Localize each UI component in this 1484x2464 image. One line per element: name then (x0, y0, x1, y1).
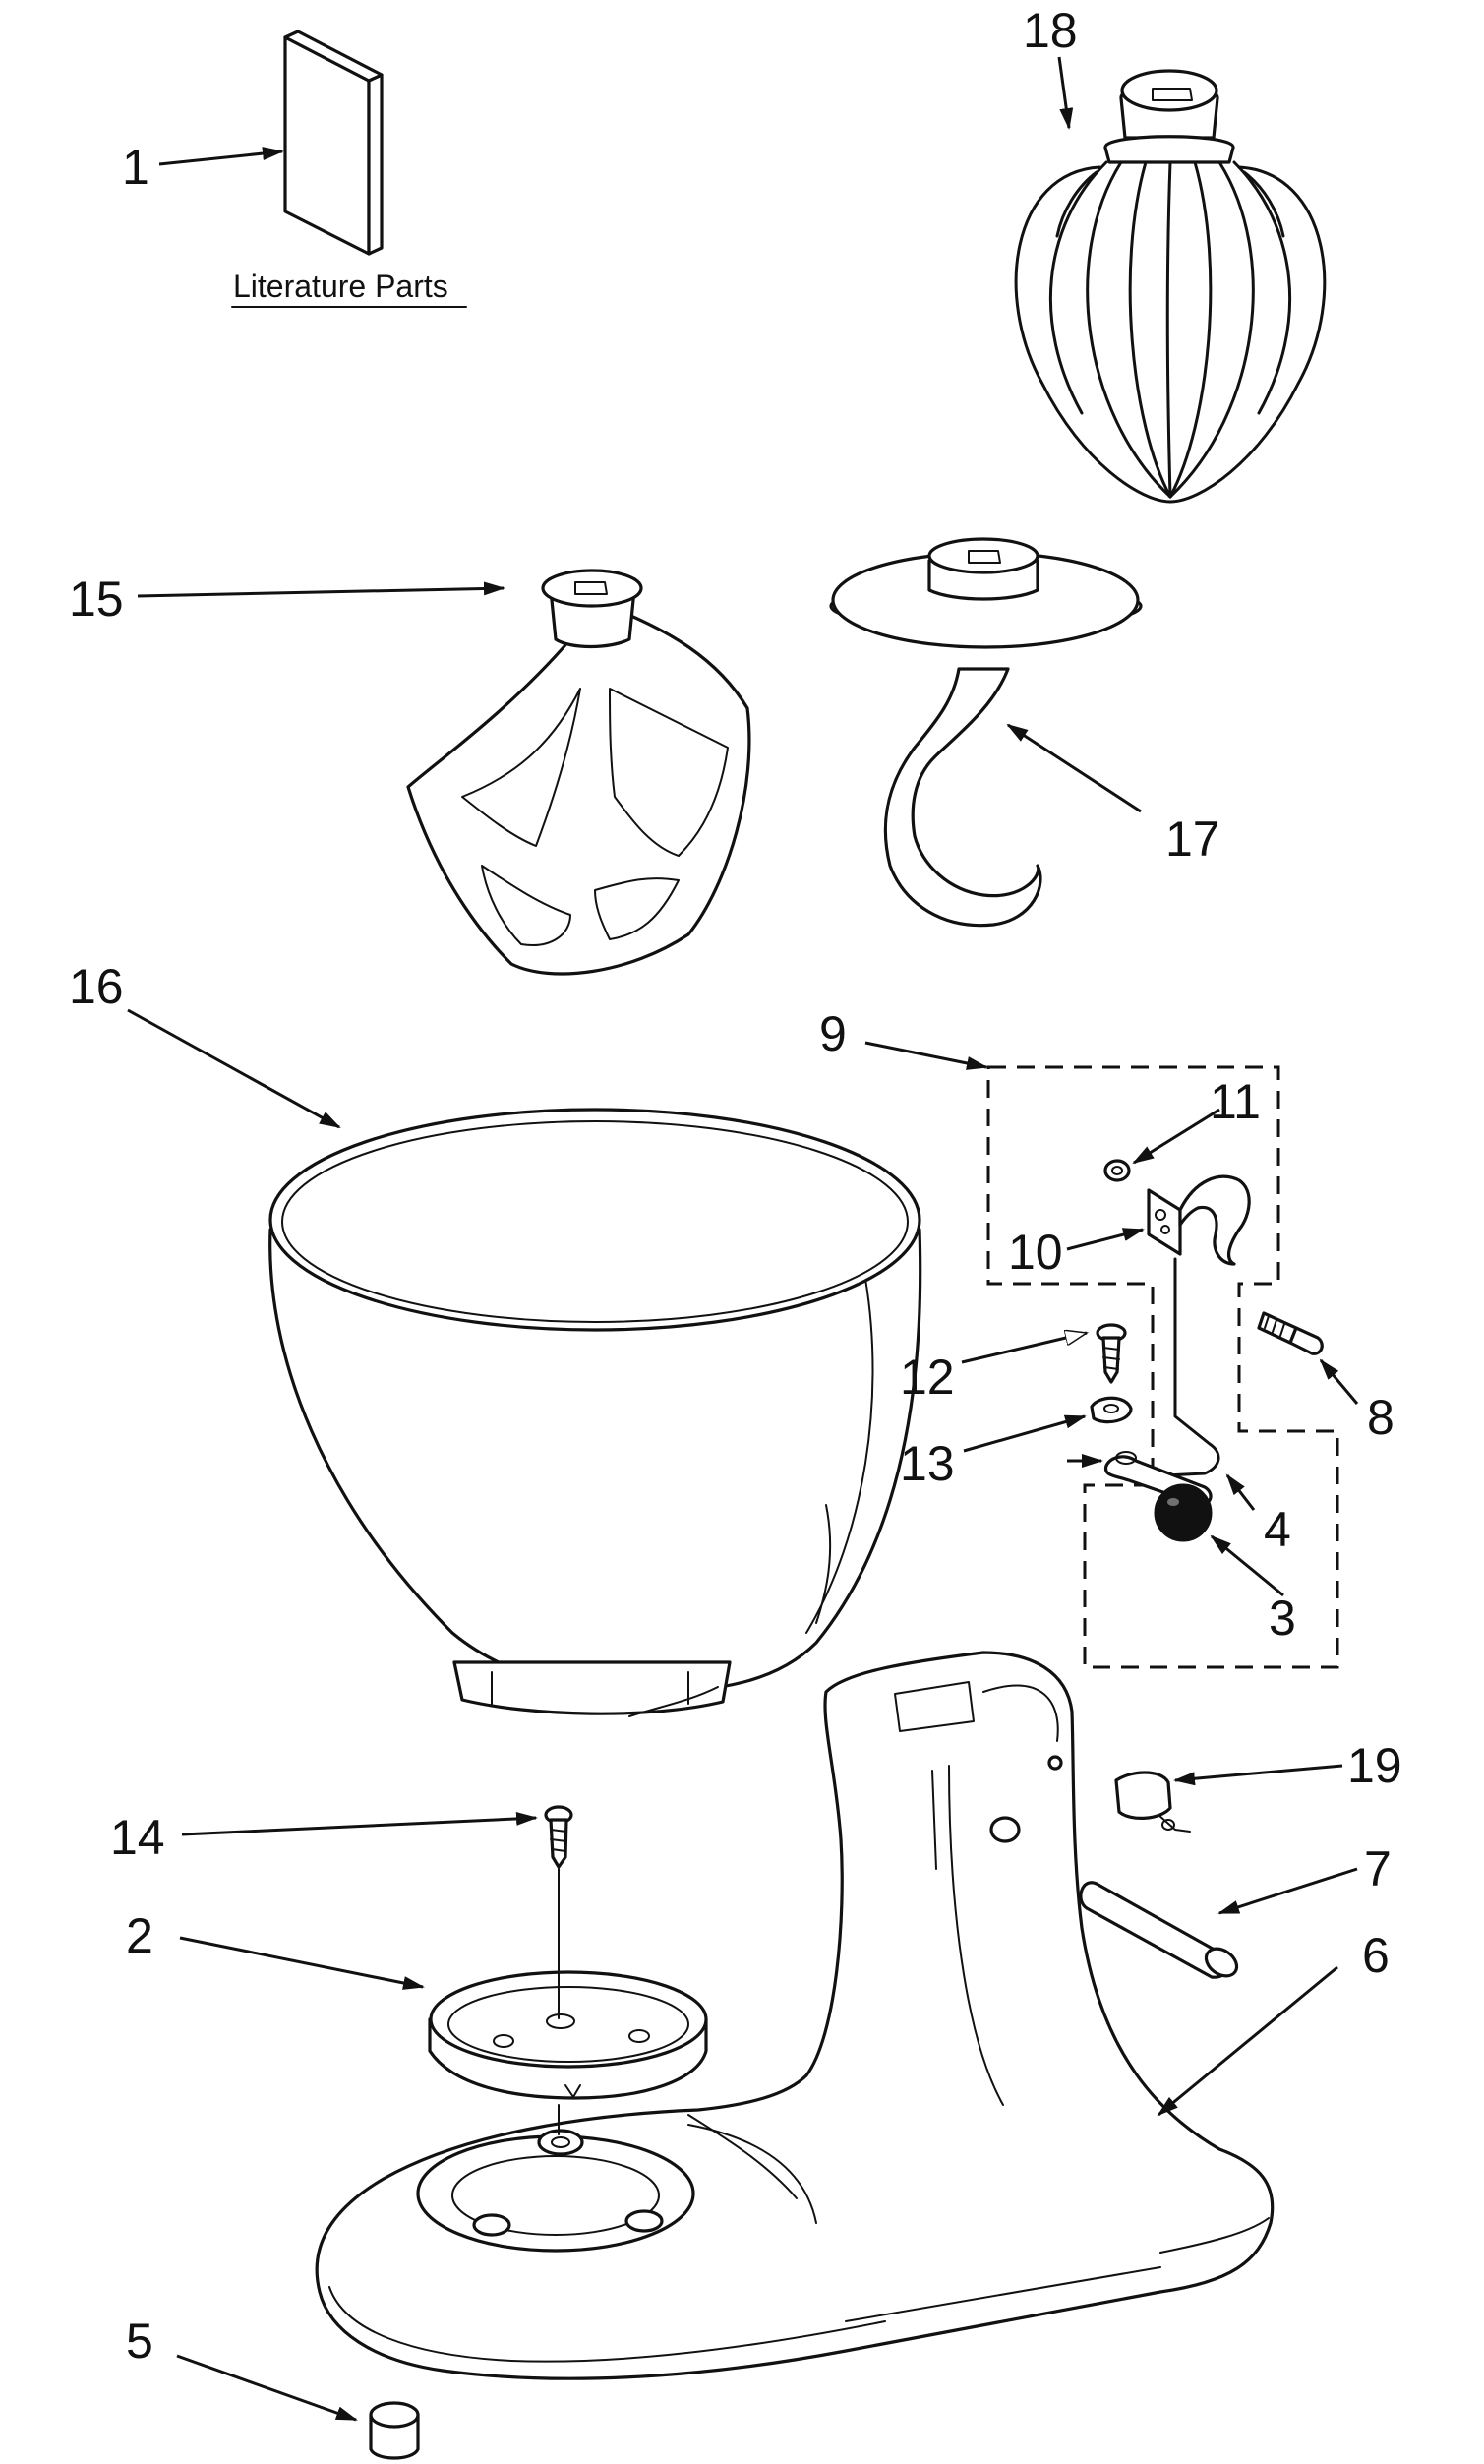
callout-12: 12 (900, 1350, 955, 1405)
nut-part-11 (1103, 1159, 1131, 1182)
callout-3: 3 (1269, 1591, 1296, 1646)
bowl-lift-assembly-group (986, 1065, 1339, 1669)
callout-16: 16 (69, 959, 124, 1014)
callout-5: 5 (126, 2314, 153, 2369)
pin-part-8 (1257, 1311, 1324, 1355)
wire-whip (1014, 69, 1327, 504)
dough-hook (829, 537, 1143, 928)
knob-highlight (1167, 1498, 1179, 1506)
callout-6: 6 (1362, 1928, 1390, 1983)
rubber-foot-part-5 (369, 2401, 420, 2460)
lift-rod-part-4 (1103, 1257, 1220, 1507)
mixing-bowl (268, 1108, 922, 1717)
callout-18: 18 (1023, 3, 1078, 58)
washer-part-13 (1090, 1396, 1133, 1424)
literature-booklet (283, 30, 384, 256)
speed-lever-part-19 (1114, 1771, 1191, 1833)
callout-2: 2 (126, 1908, 153, 1963)
leader-arrows (127, 56, 1359, 2422)
callout-1: 1 (122, 140, 149, 195)
callout-4: 4 (1264, 1502, 1291, 1557)
flat-beater (406, 569, 751, 976)
knob-part-3 (1154, 1483, 1213, 1542)
callout-13: 13 (900, 1436, 955, 1491)
mixer-stand-base (315, 1651, 1275, 2380)
clamp-plate-part-2 (428, 1970, 708, 2100)
callout-10: 10 (1008, 1225, 1063, 1280)
screw-part-14 (544, 1805, 573, 1869)
callout-15: 15 (69, 571, 124, 627)
callout-7: 7 (1364, 1841, 1392, 1896)
callout-labels: 1 18 15 17 16 9 11 10 12 13 8 4 3 19 7 6… (69, 3, 1402, 2369)
callout-8: 8 (1367, 1390, 1395, 1445)
bracket-part-10 (1147, 1174, 1251, 1266)
callout-9: 9 (819, 1006, 847, 1061)
callout-17: 17 (1165, 811, 1220, 867)
literature-caption: Literature Parts (233, 269, 448, 304)
callout-19: 19 (1347, 1738, 1402, 1793)
callout-14: 14 (110, 1810, 165, 1865)
callout-11: 11 (1210, 1074, 1261, 1129)
screw-part-12 (1096, 1323, 1127, 1384)
